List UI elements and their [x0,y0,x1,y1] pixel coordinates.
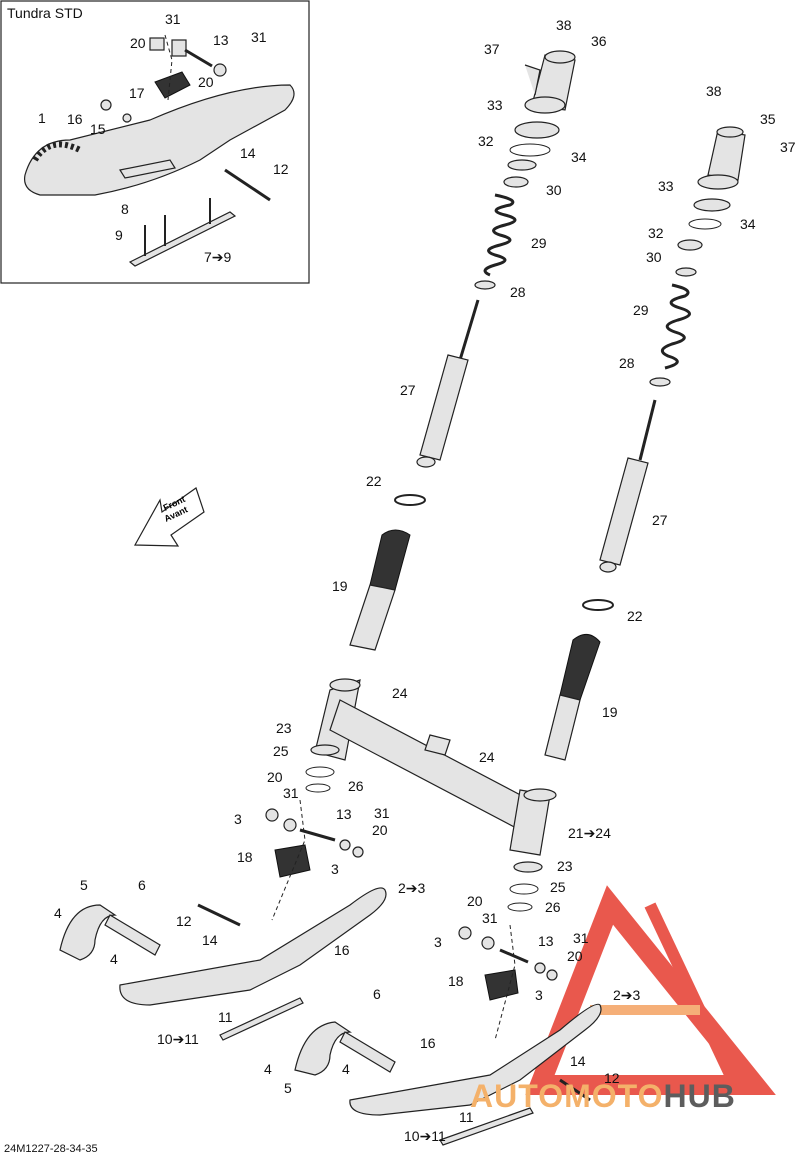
callout-c35: 35 [760,111,776,127]
callout-c19a: 19 [332,578,348,594]
callout-c13b: 13 [336,806,352,822]
callout-c3a: 3 [234,811,242,827]
callout-c23a: 23 [276,720,292,736]
callout-c4d: 4 [342,1061,350,1077]
callout-c5a: 5 [80,877,88,893]
callout-c25b: 25 [550,879,566,895]
callout-c6b: 6 [373,986,381,1002]
callout-c30a: 30 [546,182,562,198]
callout-c27a: 27 [400,382,416,398]
callout-c18a: 18 [237,849,253,865]
callout-c10to11b: 10➔11 [404,1128,446,1144]
callout-c16b: 16 [334,942,350,958]
callout-c38b: 38 [706,83,722,99]
callout-c14a: 14 [240,145,256,161]
callout-c16c: 16 [420,1035,436,1051]
callout-c14b: 14 [202,932,218,948]
callout-c2to3a: 2➔3 [398,880,426,896]
upper-ski [59,799,387,1041]
callout-c25a: 25 [273,743,289,759]
callout-c34a: 34 [571,149,587,165]
front-arrow: Front Avant [133,487,205,547]
callout-c3c: 3 [434,934,442,950]
callout-c20e: 20 [467,893,483,909]
callout-c20c: 20 [267,769,283,785]
callout-c20f: 20 [567,948,583,964]
callout-c8: 8 [121,201,129,217]
callout-c19b: 19 [602,704,618,720]
callout-c11a: 11 [218,1009,233,1025]
callout-c24a: 24 [392,685,408,701]
callout-c28a: 28 [510,284,526,300]
callout-c32a: 32 [478,133,494,149]
callout-c29b: 29 [633,302,649,318]
callout-c27b: 27 [652,512,668,528]
callout-c15a: 15 [90,121,106,137]
right-strut [544,126,746,761]
callout-c16a: 16 [67,111,83,127]
callout-c4c: 4 [264,1061,272,1077]
inset-title: Tundra STD [7,5,83,21]
callout-c10to11a: 10➔11 [157,1031,199,1047]
callout-c17: 17 [129,85,145,101]
callout-c26a: 26 [348,778,364,794]
lower-ski [294,924,602,1146]
callout-c14c: 14 [570,1053,586,1069]
callout-c33b: 33 [658,178,674,194]
callout-c18b: 18 [448,973,464,989]
callout-c20a: 20 [130,35,146,51]
callout-c4a: 4 [54,905,62,921]
callout-c4b: 4 [110,951,118,967]
callout-c22b: 22 [627,608,643,624]
callout-c28b: 28 [619,355,635,371]
callout-c32b: 32 [648,225,664,241]
callout-c7to9: 7➔9 [204,249,232,265]
callout-c3b: 3 [331,861,339,877]
callout-c21to24: 21➔24 [568,825,611,841]
callout-c9a: 9 [115,227,123,243]
callout-c38a: 38 [556,17,572,33]
callout-c36: 36 [591,33,607,49]
callout-c31f: 31 [573,930,589,946]
callout-c1: 1 [38,110,46,126]
callout-c20b: 20 [198,74,214,90]
callout-c3d: 3 [535,987,543,1003]
cross-member [305,678,557,912]
callout-c13a: 13 [213,32,229,48]
callout-c31a: 31 [165,11,181,27]
callout-c29a: 29 [531,235,547,251]
callout-c31e: 31 [482,910,498,926]
callout-c31c: 31 [283,785,299,801]
callout-c26b: 26 [545,899,561,915]
callout-c37a: 37 [484,41,500,57]
callout-c12a: 12 [273,161,289,177]
callout-c31b: 31 [251,29,267,45]
callout-c34b: 34 [740,216,756,232]
callout-c12c: 12 [604,1070,620,1086]
callout-c31d: 31 [374,805,390,821]
callout-c5b: 5 [284,1080,292,1096]
callout-c37b: 37 [780,139,796,155]
inset-tundra-std: Tundra STD [0,0,310,284]
callout-c12b: 12 [176,913,192,929]
left-strut [349,50,576,651]
watermark-text: AUTOMOTOHUB [470,1078,736,1114]
callout-c23b: 23 [557,858,573,874]
callout-c6a: 6 [138,877,146,893]
watermark-logo [525,885,776,1095]
callout-c11b: 11 [459,1109,474,1125]
callout-c33a: 33 [487,97,503,113]
callout-c20d: 20 [372,822,388,838]
callout-c30b: 30 [646,249,662,265]
callout-c2to3b: 2➔3 [613,987,641,1003]
callout-c24b: 24 [479,749,495,765]
callout-c22a: 22 [366,473,382,489]
callout-c13c: 13 [538,933,554,949]
reference-code: 24M1227-28-34-35 [4,1143,98,1155]
